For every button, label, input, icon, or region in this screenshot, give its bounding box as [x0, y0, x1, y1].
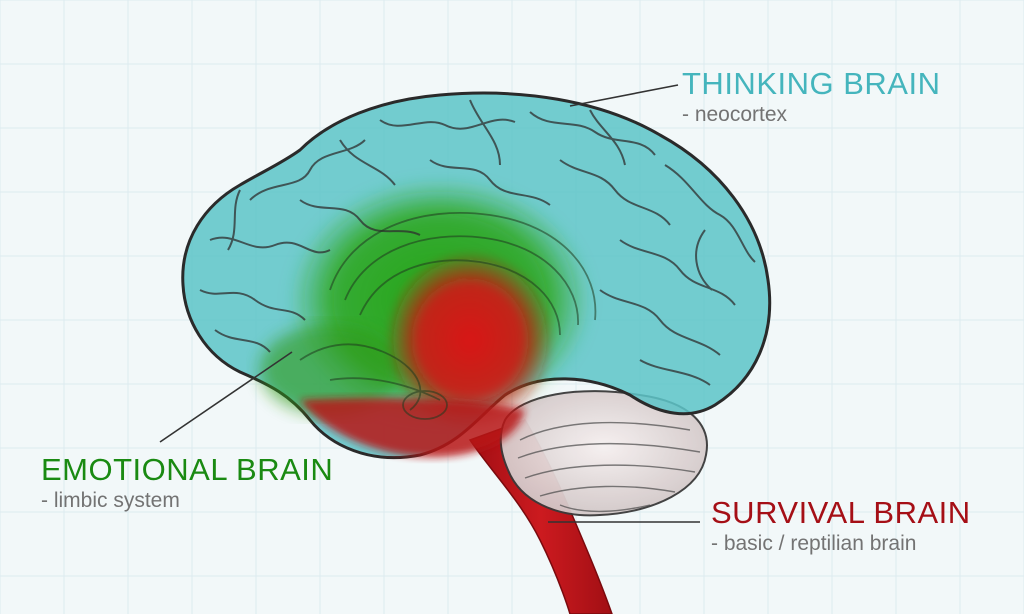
emotional-brain-title: EMOTIONAL BRAIN: [41, 452, 334, 487]
cortex-fold: [379, 118, 516, 130]
cortex-fold: [559, 159, 671, 226]
cortex-fold: [429, 159, 551, 206]
label-survival-brain: SURVIVAL BRAIN - basic / reptilian brain: [711, 495, 971, 557]
survival-brain-title: SURVIVAL BRAIN: [711, 495, 971, 530]
cortex-fold: [199, 289, 306, 321]
cortex-fold: [589, 109, 626, 166]
survival-core-region: [385, 250, 555, 430]
limbic-outlines: [299, 211, 597, 420]
cortex-fold: [599, 289, 721, 356]
cortex-fold: [664, 164, 756, 263]
cortex-fold: [214, 329, 271, 353]
cortex-fold: [299, 199, 421, 236]
emotional-brain-subtitle: - limbic system: [41, 489, 180, 512]
leader-lines: [159, 84, 700, 523]
cortex-fold: [639, 359, 711, 386]
cortex-folds: [199, 99, 756, 386]
limbic-lower-region: [260, 325, 400, 415]
cortex-fold: [339, 139, 396, 186]
label-emotional-brain: EMOTIONAL BRAIN - limbic system: [41, 452, 333, 514]
cortex-fold: [529, 111, 656, 156]
thinking-brain-subtitle: - neocortex: [682, 103, 788, 126]
leader-line-emotional: [159, 351, 293, 443]
label-thinking-brain: THINKING BRAIN - neocortex: [682, 66, 940, 128]
cortex-fold: [469, 99, 501, 166]
cortex-fold: [227, 189, 241, 251]
cortex-fold: [619, 239, 736, 306]
cortex-fold: [695, 229, 713, 291]
cerebellum-folds: [517, 421, 701, 513]
survival-lower-region: [300, 398, 525, 458]
cortex-fold: [209, 236, 331, 254]
cerebellum: [499, 390, 708, 517]
thinking-brain-title: THINKING BRAIN: [682, 66, 941, 101]
survival-brain-subtitle: - basic / reptilian brain: [711, 532, 917, 555]
leader-line-thinking: [569, 84, 679, 107]
